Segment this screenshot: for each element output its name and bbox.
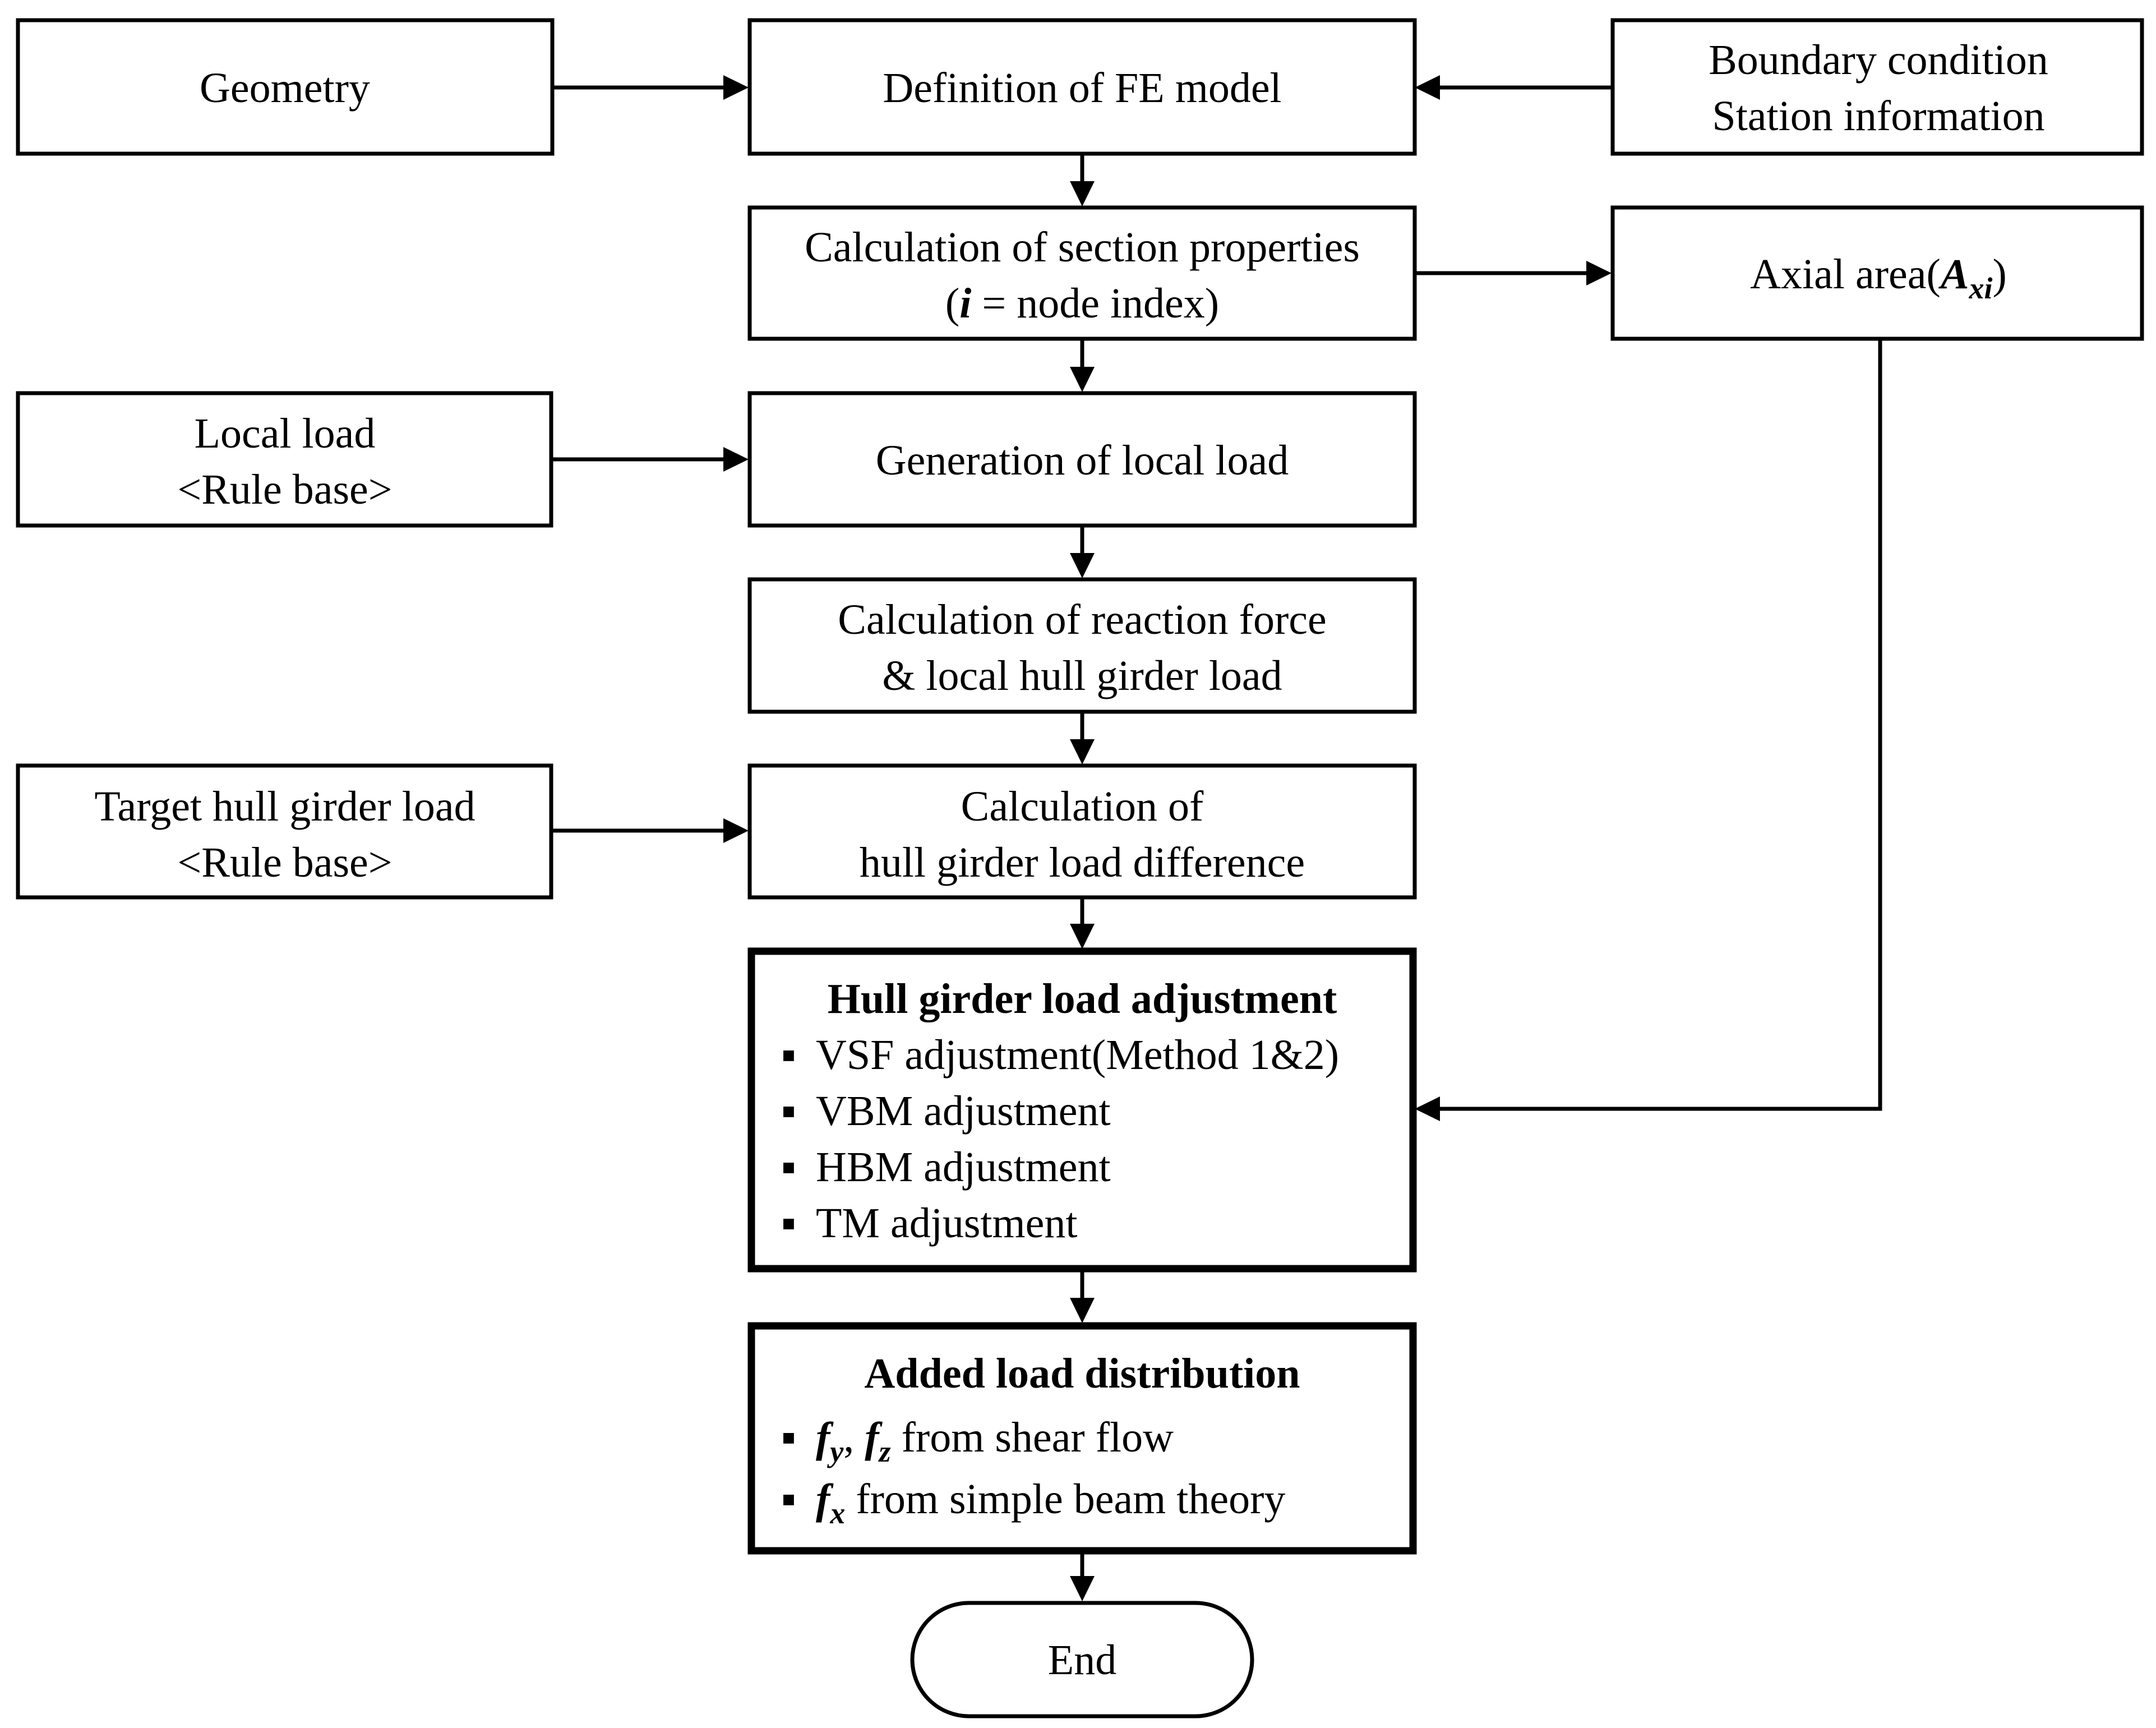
arrowhead-icon [723, 447, 749, 472]
arrowhead-icon [1415, 75, 1440, 100]
node-target-load: Target hull girder load <Rule base> [16, 763, 553, 900]
node-fe-model-label: Definition of FE model [883, 64, 1281, 112]
arrowhead-icon [723, 818, 749, 843]
node-target-line1: Target hull girder load [94, 783, 475, 830]
arrowhead-icon [1070, 739, 1095, 764]
arrowhead-icon [1070, 553, 1095, 578]
connectors [551, 75, 1882, 1601]
adjustment-item: VSF adjustment(Method 1&2) [816, 1031, 1339, 1079]
node-reaction-force: Calculation of reaction force & local hu… [747, 577, 1417, 714]
node-difference-line2: hull girder load difference [860, 839, 1305, 886]
bullet-icon: ▪ [781, 1200, 796, 1247]
adjustment-item: HBM adjustment [816, 1144, 1111, 1191]
bullet-icon: ▪ [781, 1144, 796, 1191]
node-boundary: Boundary condition Station information [1610, 18, 2144, 156]
node-reaction-line1: Calculation of reaction force [838, 596, 1326, 643]
node-end-label: End [1048, 1637, 1116, 1684]
arrowhead-icon [1586, 261, 1612, 285]
node-reaction-line2: & local hull girder load [882, 652, 1282, 699]
node-distribution-title: Added load distribution [864, 1350, 1300, 1397]
node-boundary-line2: Station information [1712, 93, 2044, 140]
node-load-distribution: Added load distribution ▪ fy, fz from sh… [747, 1322, 1417, 1555]
bullet-icon: ▪ [781, 1414, 796, 1461]
adjustment-item: TM adjustment [816, 1200, 1078, 1247]
node-axial-label: Axial area(Axi) [1750, 251, 2007, 305]
adjustment-item: VBM adjustment [816, 1088, 1111, 1135]
node-load-adjustment: Hull girder load adjustment ▪ VSF adjust… [747, 947, 1417, 1273]
arrowhead-icon [1070, 924, 1095, 949]
node-target-line2: <Rule base> [177, 839, 392, 886]
node-generation-local-load: Generation of local load [747, 391, 1417, 528]
arrowhead-icon [1070, 181, 1095, 206]
node-local-load-line1: Local load [195, 410, 376, 457]
arrowhead-icon [723, 75, 749, 100]
node-boundary-line1: Boundary condition [1709, 36, 2048, 84]
arrow-axial-to-adjustment [1440, 340, 1882, 1111]
node-section-line2: (i = node index) [945, 280, 1219, 327]
distribution-item: fy, fz from shear flow [816, 1414, 1174, 1468]
arrowhead-icon [1070, 367, 1095, 392]
node-axial-area: Axial area(Axi) [1610, 205, 2144, 341]
node-section-line1: Calculation of section properties [805, 224, 1360, 271]
arrowhead-icon [1070, 1576, 1095, 1601]
node-difference-line1: Calculation of [961, 783, 1204, 830]
node-generation-label: Generation of local load [876, 437, 1289, 484]
bullet-icon: ▪ [781, 1031, 796, 1079]
node-end: End [910, 1601, 1254, 1718]
bullet-icon: ▪ [781, 1476, 796, 1523]
arrowhead-icon [1070, 1298, 1095, 1323]
bullet-icon: ▪ [781, 1088, 796, 1135]
node-geometry-label: Geometry [200, 64, 370, 112]
node-fe-model: Definition of FE model [747, 18, 1417, 156]
node-local-load-line2: <Rule base> [177, 466, 392, 513]
distribution-item: fx from simple beam theory [816, 1476, 1285, 1530]
node-load-difference: Calculation of hull girder load differen… [747, 763, 1417, 900]
node-section-properties: Calculation of section properties (i = n… [747, 205, 1417, 341]
node-geometry: Geometry [16, 18, 555, 156]
node-local-load-input: Local load <Rule base> [16, 391, 553, 528]
arrowhead-icon [1415, 1096, 1440, 1121]
node-adjustment-title: Hull girder load adjustment [828, 975, 1337, 1022]
